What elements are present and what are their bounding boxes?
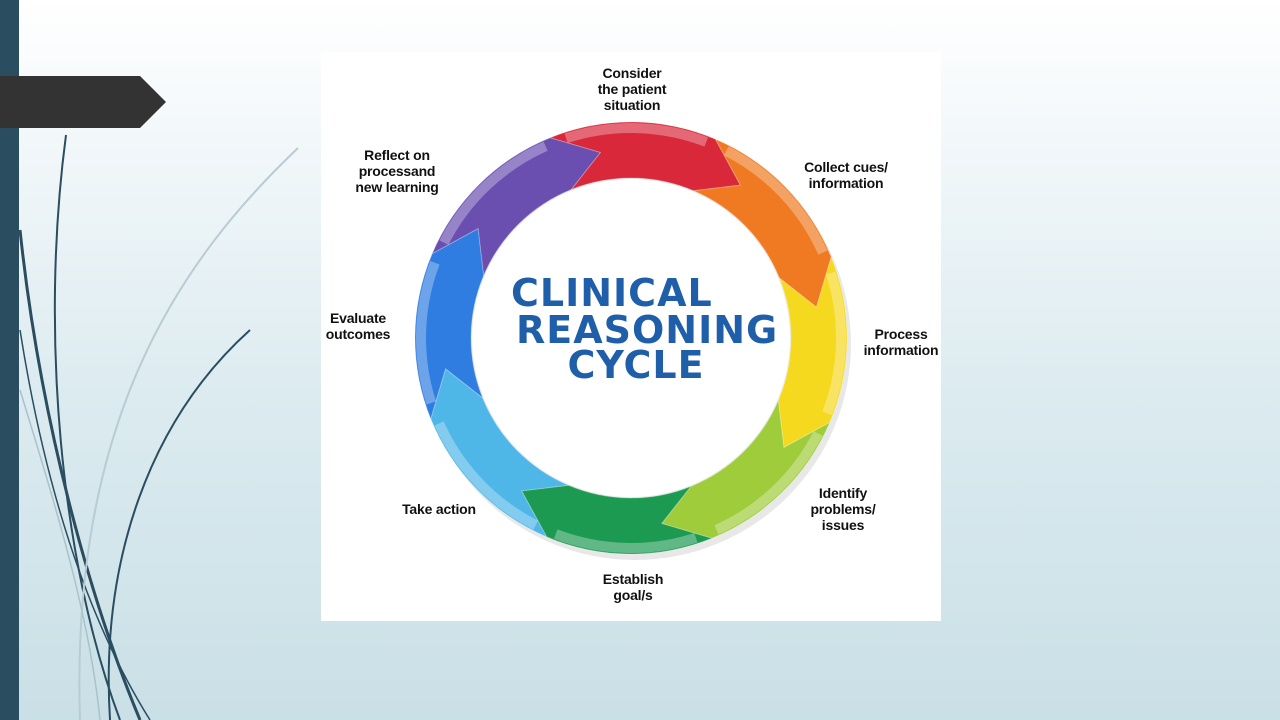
clinical-reasoning-cycle-figure: CLINICAL REASONING CYCLE Consider the pa… [321, 52, 941, 621]
stage-label-process: Process information [863, 326, 939, 358]
cycle-title-line-1: CLINICAL [511, 271, 713, 315]
cycle-segment-sheen-1 [564, 123, 709, 147]
decorative-curves [18, 134, 299, 720]
cycle-segment-sheen-8 [439, 141, 548, 245]
stage-label-reflect: Reflect on processand new learning [355, 147, 439, 195]
cycle-segment-7 [414, 227, 485, 421]
cycle-segment-1 [548, 121, 742, 192]
stage-label-collect: Collect cues/ information [804, 159, 888, 191]
cycle-segment-sheen-2 [724, 146, 828, 255]
cycle-segment-sheen-4 [714, 431, 823, 535]
cycle-segment-sheen-3 [822, 271, 846, 416]
stage-label-evaluate: Evaluate outcomes [325, 310, 391, 342]
stage-label-identify: Identify problems/ issues [810, 485, 876, 533]
cycle-segment-sheen-5 [553, 529, 698, 553]
cycle-ring [414, 121, 851, 560]
left-accent-bar [0, 0, 19, 720]
stage-label-establish: Establish goal/s [602, 571, 664, 603]
header-flag [0, 76, 166, 128]
stage-label-consider: Consider the patient situation [597, 65, 667, 113]
cycle-segment-sheen-7 [416, 260, 440, 405]
cycle-segment-8 [431, 137, 602, 278]
cycle-title-line-2: REASONING [516, 308, 779, 352]
cycle-segment-3 [777, 255, 848, 449]
ring-center [472, 179, 790, 497]
stage-label-take-action: Take action [402, 501, 476, 517]
cycle-segment-sheen-6 [434, 421, 538, 530]
cycle-title-line-3: CYCLE [567, 343, 705, 387]
cycle-segment-5 [520, 484, 714, 555]
